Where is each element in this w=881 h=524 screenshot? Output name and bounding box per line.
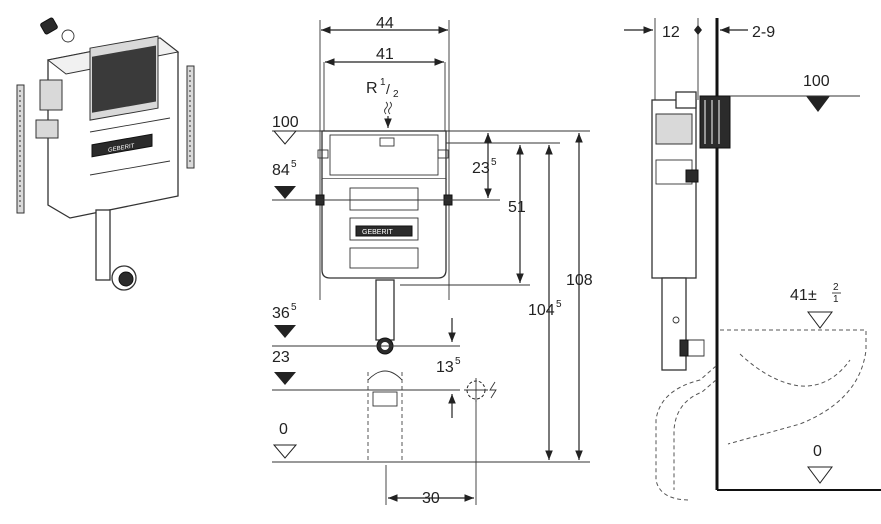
dim-104-5: 104 — [528, 302, 555, 319]
dim-23-5-sup: 5 — [491, 157, 497, 168]
cistern-body-iso: GEBERIT — [35, 35, 180, 219]
dim-width-44: 44 — [376, 15, 394, 32]
front-view: 44 41 R 1 / 2 GEBERIT — [272, 15, 593, 507]
brand-plate-front: GEBERIT — [362, 229, 393, 236]
side-tol-plus: 2 — [833, 282, 839, 293]
level-84-label: 84 — [272, 162, 290, 179]
toilet-pan-outline — [655, 329, 867, 501]
diamond-marker-icon — [694, 25, 702, 35]
supply-thread-label: R — [366, 80, 378, 97]
cistern-side — [651, 91, 731, 371]
water-supply-arrow-icon — [384, 101, 392, 128]
side-level-0-label: 0 — [813, 443, 822, 460]
dim-2-9: 2-9 — [752, 24, 775, 41]
level-23-marker-icon — [274, 372, 296, 385]
cistern-grille — [92, 45, 156, 113]
flush-pipe-iso — [95, 209, 137, 291]
side-view: 12 2-9 100 41 ± 2 1 — [624, 18, 881, 501]
svg-text:/: / — [386, 81, 390, 97]
mounting-rail-right — [186, 65, 195, 169]
flush-pipe-front — [367, 279, 403, 460]
dim-width-41: 41 — [376, 46, 394, 63]
dim-108: 108 — [566, 272, 593, 289]
level-23-label: 23 — [272, 349, 290, 366]
supply-thread-den: 2 — [393, 89, 399, 100]
level-84-marker-icon — [274, 186, 296, 199]
level-36-sup: 5 — [291, 302, 297, 313]
side-level-0-marker-icon — [807, 466, 833, 484]
level-0-marker-icon — [272, 444, 298, 459]
dim-104-5-sup: 5 — [556, 299, 562, 310]
isometric-view: GEBERIT — [16, 17, 195, 291]
dim-51: 51 — [508, 199, 526, 216]
side-level-100-marker-icon — [806, 96, 830, 112]
level-84-sup: 5 — [291, 159, 297, 170]
cistern-front: GEBERIT — [315, 130, 453, 279]
mounting-rail-left — [16, 84, 25, 214]
supply-thread-num: 1 — [380, 77, 386, 88]
dim-12: 12 — [662, 24, 680, 41]
level-100-marker-icon — [272, 130, 298, 145]
side-tol-minus: 1 — [833, 294, 839, 305]
dim-13-5-sup: 5 — [455, 356, 461, 367]
dim-23-5: 23 — [472, 160, 490, 177]
dim-13-5: 13 — [436, 359, 454, 376]
connector-fitting-icon — [40, 17, 75, 43]
side-level-41-label: 41 — [790, 287, 808, 304]
level-0-label: 0 — [279, 421, 288, 438]
brand-plate-iso: GEBERIT — [108, 143, 135, 154]
side-level-100-label: 100 — [803, 73, 830, 90]
svg-text:±: ± — [808, 287, 817, 304]
level-36-label: 36 — [272, 305, 290, 322]
level-100-label: 100 — [272, 114, 299, 131]
electrical-socket-icon — [464, 378, 497, 402]
dim-30: 30 — [422, 490, 440, 507]
side-level-41-marker-icon — [807, 311, 833, 329]
level-36-marker-icon — [274, 325, 296, 338]
